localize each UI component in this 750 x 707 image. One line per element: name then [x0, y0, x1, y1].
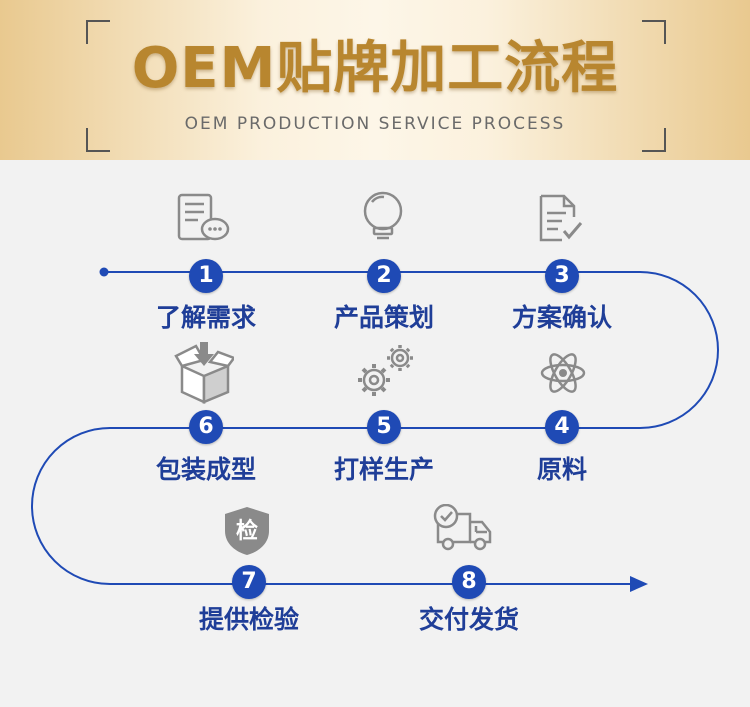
- step-label-7: 提供检验: [198, 605, 299, 634]
- delivery-truck-icon: [433, 504, 492, 551]
- shield-icon-text: 检: [236, 518, 258, 544]
- step-number-1: 1: [189, 259, 223, 293]
- step-label-1: 了解需求: [155, 303, 256, 332]
- step-number-2: 2: [367, 259, 401, 293]
- step-label-5: 打样生产: [333, 455, 434, 484]
- step-label-2: 产品策划: [333, 303, 434, 332]
- gears-icon: [358, 345, 413, 396]
- step-number-8: 8: [452, 565, 486, 599]
- box-icon: [174, 342, 234, 404]
- flow-start-dot: [99, 267, 109, 277]
- corner-bracket: [86, 20, 110, 44]
- step-number-3: 3: [545, 259, 579, 293]
- step-number-6: 6: [189, 410, 223, 444]
- atom-icon: [540, 353, 586, 393]
- header-banner: OEM贴牌加工流程 OEM PRODUCTION SERVICE PROCESS: [0, 0, 750, 160]
- corner-bracket: [642, 128, 666, 152]
- document-chat-icon: [177, 193, 230, 241]
- step-label-4: 原料: [536, 455, 587, 484]
- step-number-5: 5: [367, 410, 401, 444]
- corner-bracket: [86, 128, 110, 152]
- lightbulb-icon: [363, 191, 403, 240]
- step-label-8: 交付发货: [418, 605, 519, 634]
- flow-end-arrow: [630, 576, 648, 592]
- shield-icon: 检: [225, 507, 269, 555]
- step-number-7: 7: [232, 565, 266, 599]
- document-check-icon: [539, 194, 583, 242]
- page-title: OEM贴牌加工流程: [131, 36, 619, 101]
- step-label-3: 方案确认: [511, 303, 612, 332]
- page-subtitle: OEM PRODUCTION SERVICE PROCESS: [184, 114, 566, 134]
- step-label-6: 包装成型: [155, 455, 256, 484]
- step-number-4: 4: [545, 410, 579, 444]
- corner-bracket: [642, 20, 666, 44]
